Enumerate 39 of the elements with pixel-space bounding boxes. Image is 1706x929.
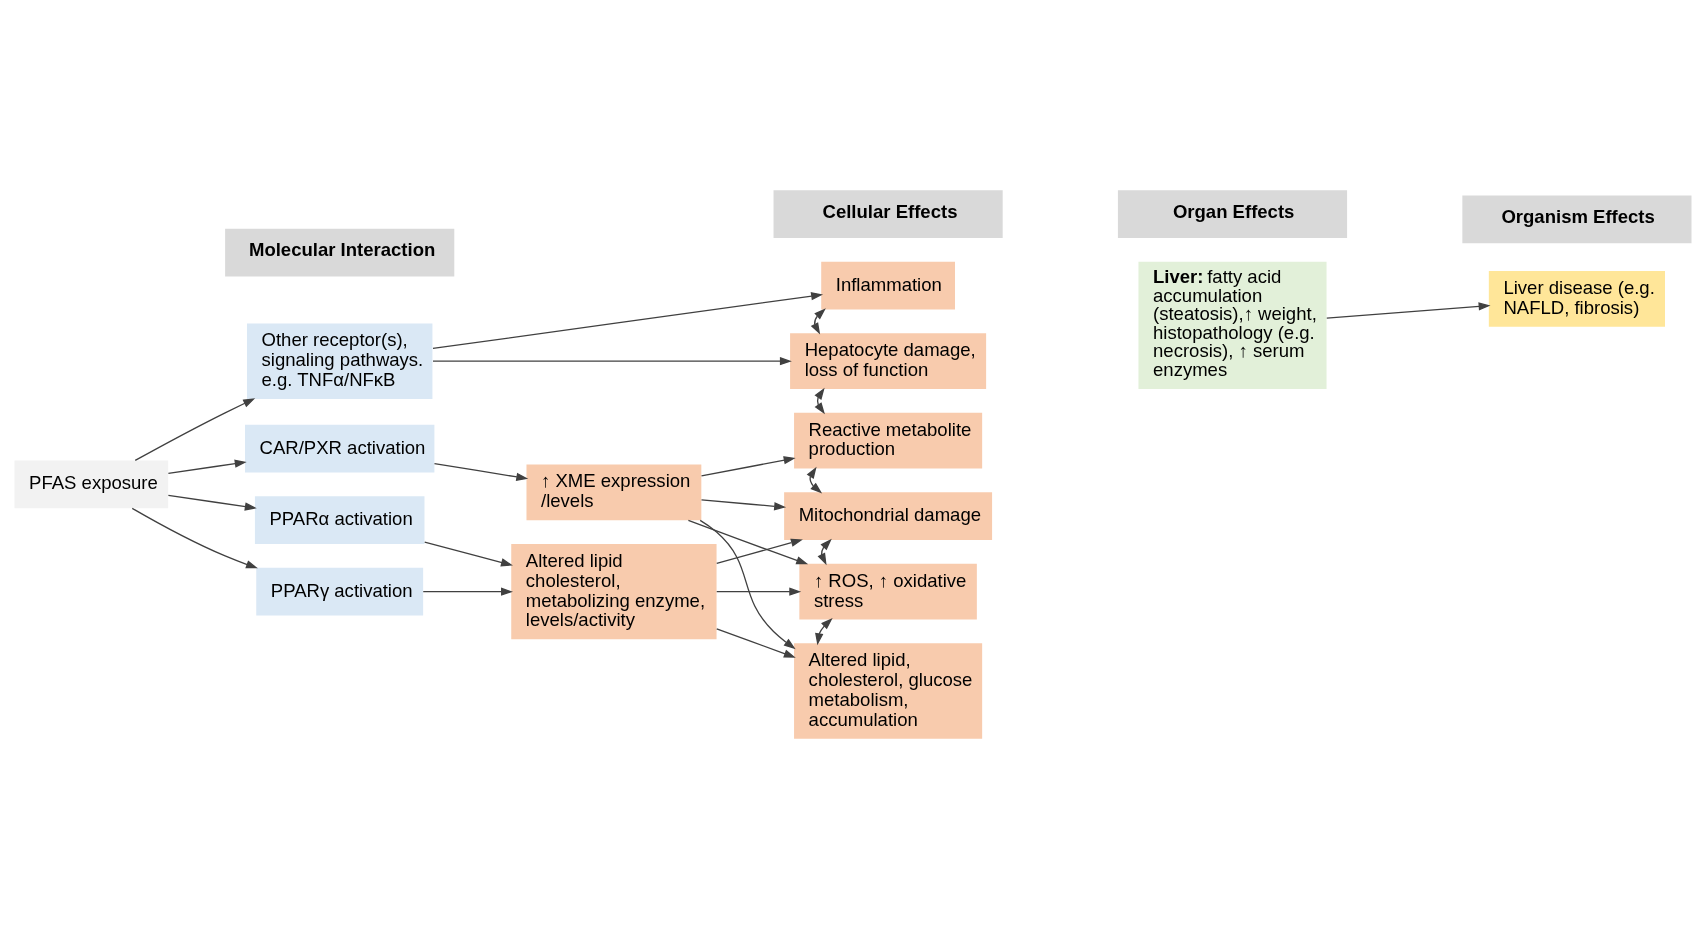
arrow xyxy=(817,538,832,566)
node-box: PPARα activation xyxy=(254,496,425,544)
node-box: Reactive metabolite production xyxy=(794,412,983,469)
arrow xyxy=(432,357,792,366)
node-box: Cellular Effects xyxy=(773,190,1003,238)
node-box: CAR/PXR activation xyxy=(245,424,435,473)
node-box: Molecular Interaction xyxy=(225,228,455,277)
node-box: Mitochondrial damage xyxy=(784,492,993,540)
node-box: PPARγ activation xyxy=(256,567,424,616)
node-box: Altered lipid cholesterol, metabolizing enzyme, levels/activity xyxy=(511,544,717,640)
node-box: ↑ ROS, ↑ oxidative stress xyxy=(799,563,977,620)
arrow xyxy=(422,587,513,596)
node-box: Altered lipid, cholesterol, glucose metabolism, accumulation xyxy=(794,643,983,739)
arrow xyxy=(716,538,803,565)
arrow xyxy=(716,628,796,658)
arrow xyxy=(699,519,796,650)
arrow xyxy=(424,541,513,567)
arrow xyxy=(700,499,787,511)
arrow xyxy=(134,398,256,462)
arrow xyxy=(131,507,258,569)
arrow xyxy=(1326,302,1491,319)
node-box: PFAS exposure xyxy=(14,460,169,509)
node-box: Organism Effects xyxy=(1462,195,1692,244)
arrow xyxy=(433,463,529,481)
node-box: Liver disease (e.g. NAFLD, fibrosis) xyxy=(1488,271,1665,327)
node-box: Liver: fatty acid accumulation (steatosis),↑ weight, histopathology (e.g. necrosis), ↑ serum enzymes xyxy=(1138,261,1327,389)
arrow xyxy=(687,519,809,565)
arrow xyxy=(810,308,826,335)
arrow xyxy=(167,494,257,511)
node-box: Organ Effects xyxy=(1117,190,1348,238)
arrow xyxy=(806,466,823,494)
node-box: Hepatocyte damage, loss of function xyxy=(790,333,987,389)
node-box: Other receptor(s), signaling pathways. e.g. TNFα/NFκB xyxy=(247,323,433,399)
node-box: ↑ XME expression /levels xyxy=(526,464,702,521)
arrow xyxy=(167,459,247,474)
node-box: Inflammation xyxy=(821,261,955,310)
arrow xyxy=(716,587,802,596)
arrow xyxy=(700,456,796,477)
arrow xyxy=(432,292,824,350)
